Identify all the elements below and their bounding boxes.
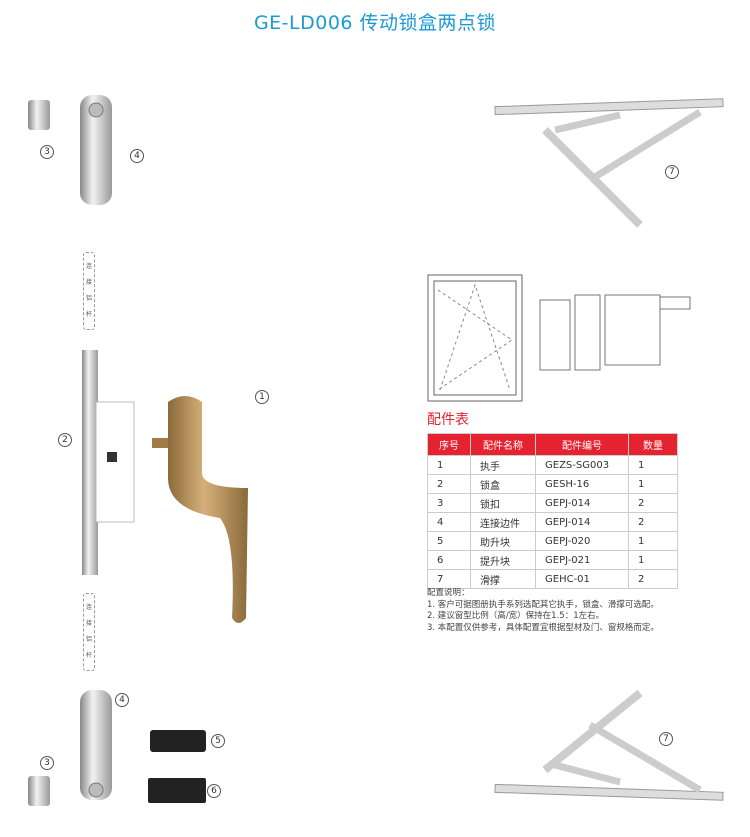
callout-6: 6 xyxy=(207,784,221,798)
profile-section-icon xyxy=(539,294,691,371)
table-cell: 锁盒 xyxy=(470,474,536,494)
table-cell: 执手 xyxy=(470,455,536,475)
friction-stay-top-icon xyxy=(494,98,724,228)
callout-7: 7 xyxy=(659,732,673,746)
column-header: 数量 xyxy=(628,433,678,456)
table-cell: 1 xyxy=(427,455,471,475)
lift-block-icon xyxy=(150,730,206,752)
table-cell: 6 xyxy=(427,550,471,570)
connector-top-icon xyxy=(80,95,112,205)
callout-4: 4 xyxy=(130,149,144,163)
column-header: 配件编号 xyxy=(535,433,629,456)
table-cell: 5 xyxy=(427,531,471,551)
callout-3: 3 xyxy=(40,145,54,159)
table-cell: 助升块 xyxy=(470,531,536,551)
note-line: 3. 本配置仅供参考，具体配置宜根据型材及门、窗规格而定。 xyxy=(427,622,659,633)
column-header: 配件名称 xyxy=(470,433,536,456)
keeper-top-icon xyxy=(28,100,50,130)
table-cell: 1 xyxy=(628,531,678,551)
table-cell: 7 xyxy=(427,569,471,589)
table-cell: GEPJ-014 xyxy=(535,512,629,532)
page-title: GE-LD006 传动锁盒两点锁 xyxy=(253,12,497,34)
table-header: 序号配件名称配件编号数量 xyxy=(427,433,678,456)
handle-icon xyxy=(152,396,248,623)
table-cell: GEHC-01 xyxy=(535,569,629,589)
table-cell: GESH-16 xyxy=(535,474,629,494)
table-cell: 2 xyxy=(628,493,678,513)
window-diagram-icon xyxy=(427,274,523,402)
callout-3: 3 xyxy=(40,756,54,770)
lift-block-2-icon xyxy=(148,778,206,803)
note-line: 2. 建议窗型比例（高/宽）保持在1.5：1左右。 xyxy=(427,611,605,621)
parts-table-title: 配件表 xyxy=(427,412,469,428)
table-cell: 锁扣 xyxy=(470,493,536,513)
table-cell: GEZS-SG003 xyxy=(535,455,629,475)
column-header: 序号 xyxy=(427,433,471,456)
table-cell: 提升块 xyxy=(470,550,536,570)
table-cell: GEPJ-014 xyxy=(535,493,629,513)
table-cell: 2 xyxy=(628,512,678,532)
table-cell: 滑撑 xyxy=(470,569,536,589)
table-cell: 4 xyxy=(427,512,471,532)
callout-1: 1 xyxy=(255,390,269,404)
notes-heading: 配置说明： xyxy=(427,588,470,598)
note-line: 1. 客户可据图册执手系列选配其它执手，锁盒、滑撑可选配。 xyxy=(427,599,659,610)
table-cell: 1 xyxy=(628,474,678,494)
rod-label-bottom: 连接铝杆 xyxy=(83,593,95,671)
table-cell: 2 xyxy=(628,569,678,589)
notes: 配置说明： 1. 客户可据图册执手系列选配其它执手，锁盒、滑撑可选配。 2. 建… xyxy=(427,588,659,634)
table-cell: 连接边件 xyxy=(470,512,536,532)
keeper-bottom-icon xyxy=(28,776,50,806)
lock-box-icon xyxy=(82,350,135,575)
callout-2: 2 xyxy=(58,433,72,447)
table-cell: 1 xyxy=(628,455,678,475)
connector-bottom-icon xyxy=(80,690,112,800)
table-cell: 1 xyxy=(628,550,678,570)
table-cell: GEPJ-020 xyxy=(535,531,629,551)
rod-label-top: 连接铝杆 xyxy=(83,252,95,330)
table-cell: 3 xyxy=(427,493,471,513)
table-cell: GEPJ-021 xyxy=(535,550,629,570)
callout-4: 4 xyxy=(115,693,129,707)
friction-stay-bottom-icon xyxy=(494,689,724,801)
callout-5: 5 xyxy=(211,734,225,748)
callout-7: 7 xyxy=(665,165,679,179)
table-cell: 2 xyxy=(427,474,471,494)
